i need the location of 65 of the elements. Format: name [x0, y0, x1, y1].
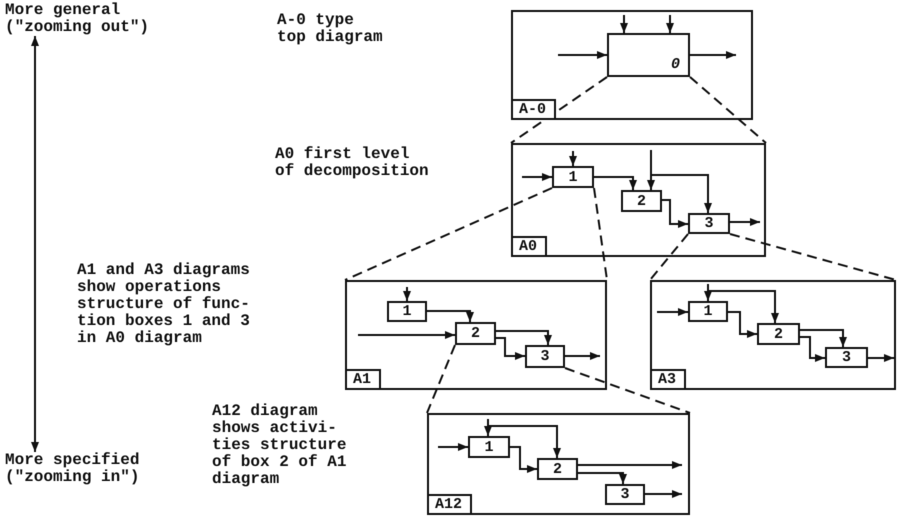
arrow — [496, 337, 525, 360]
arrow — [496, 330, 552, 345]
arrow — [666, 15, 674, 33]
arrow — [730, 218, 760, 226]
function-box: 1 — [552, 166, 594, 188]
arrow — [487, 419, 561, 458]
function-box: 3 — [605, 484, 645, 505]
arrow — [800, 329, 847, 347]
arrow — [620, 15, 628, 33]
arrow — [594, 176, 637, 190]
arrow — [438, 443, 468, 451]
arrow — [578, 472, 627, 484]
arrow — [510, 446, 537, 473]
function-box: 2 — [621, 190, 662, 212]
function-box: 3 — [688, 213, 730, 234]
diagram-frame — [650, 280, 896, 390]
decomposition-line — [689, 76, 767, 144]
diagram-id-tab: A-0 — [513, 99, 556, 118]
arrow — [728, 311, 757, 338]
arrow — [645, 490, 682, 498]
function-box: 3 — [825, 347, 868, 368]
arrow — [403, 287, 411, 301]
arrow — [650, 150, 712, 213]
diagram-frame — [511, 10, 753, 120]
decomposition-line — [510, 76, 608, 144]
function-box: 1 — [468, 436, 510, 458]
diagram-frame — [511, 143, 766, 257]
diagram-frame — [345, 280, 607, 390]
scale-end-text: More general ("zooming out") — [5, 2, 165, 36]
description-text: A12 diagram shows activi-ties structure of box 2 of A1 diagram — [212, 403, 348, 488]
arrow — [868, 354, 894, 362]
arrow — [565, 352, 600, 360]
diagram-id-tab: A0 — [513, 236, 548, 255]
description-text: A0 first level of decomposition — [275, 146, 430, 180]
decomposition-line — [730, 233, 896, 281]
arrow — [569, 151, 577, 166]
decomposition-line — [426, 344, 456, 414]
decomposition-line — [564, 367, 690, 414]
function-box: 2 — [757, 323, 800, 345]
function-box: 2 — [537, 458, 578, 480]
arrow — [358, 331, 455, 339]
decomposition-line — [344, 187, 552, 281]
arrow — [558, 51, 607, 59]
arrow — [662, 199, 688, 228]
arrow — [690, 51, 736, 59]
arrow — [800, 336, 825, 362]
description-text: A-0 type top diagram — [277, 12, 384, 46]
diagram-frame — [427, 413, 690, 515]
description-text: A1 and A3 diagrams show operations structure of func-tion boxes 1 and 3 in A0 diagram — [77, 262, 251, 347]
arrow — [707, 284, 779, 323]
arrow — [657, 308, 688, 316]
function-box: 1 — [387, 301, 427, 322]
arrow — [427, 310, 474, 322]
arrow — [578, 461, 682, 469]
diagram-id-tab: A1 — [347, 369, 382, 388]
function-box: 3 — [525, 345, 565, 368]
decomposition-line — [649, 233, 689, 281]
arrow — [522, 173, 552, 181]
function-box: 2 — [455, 322, 496, 345]
scale-end-text: More specified ("zooming in") — [5, 452, 155, 486]
function-box: 0 — [607, 33, 690, 77]
diagram-id-tab: A3 — [652, 369, 686, 388]
double-arrow — [31, 36, 39, 452]
diagram-id-tab: A12 — [429, 494, 472, 513]
function-box: 1 — [688, 301, 728, 322]
